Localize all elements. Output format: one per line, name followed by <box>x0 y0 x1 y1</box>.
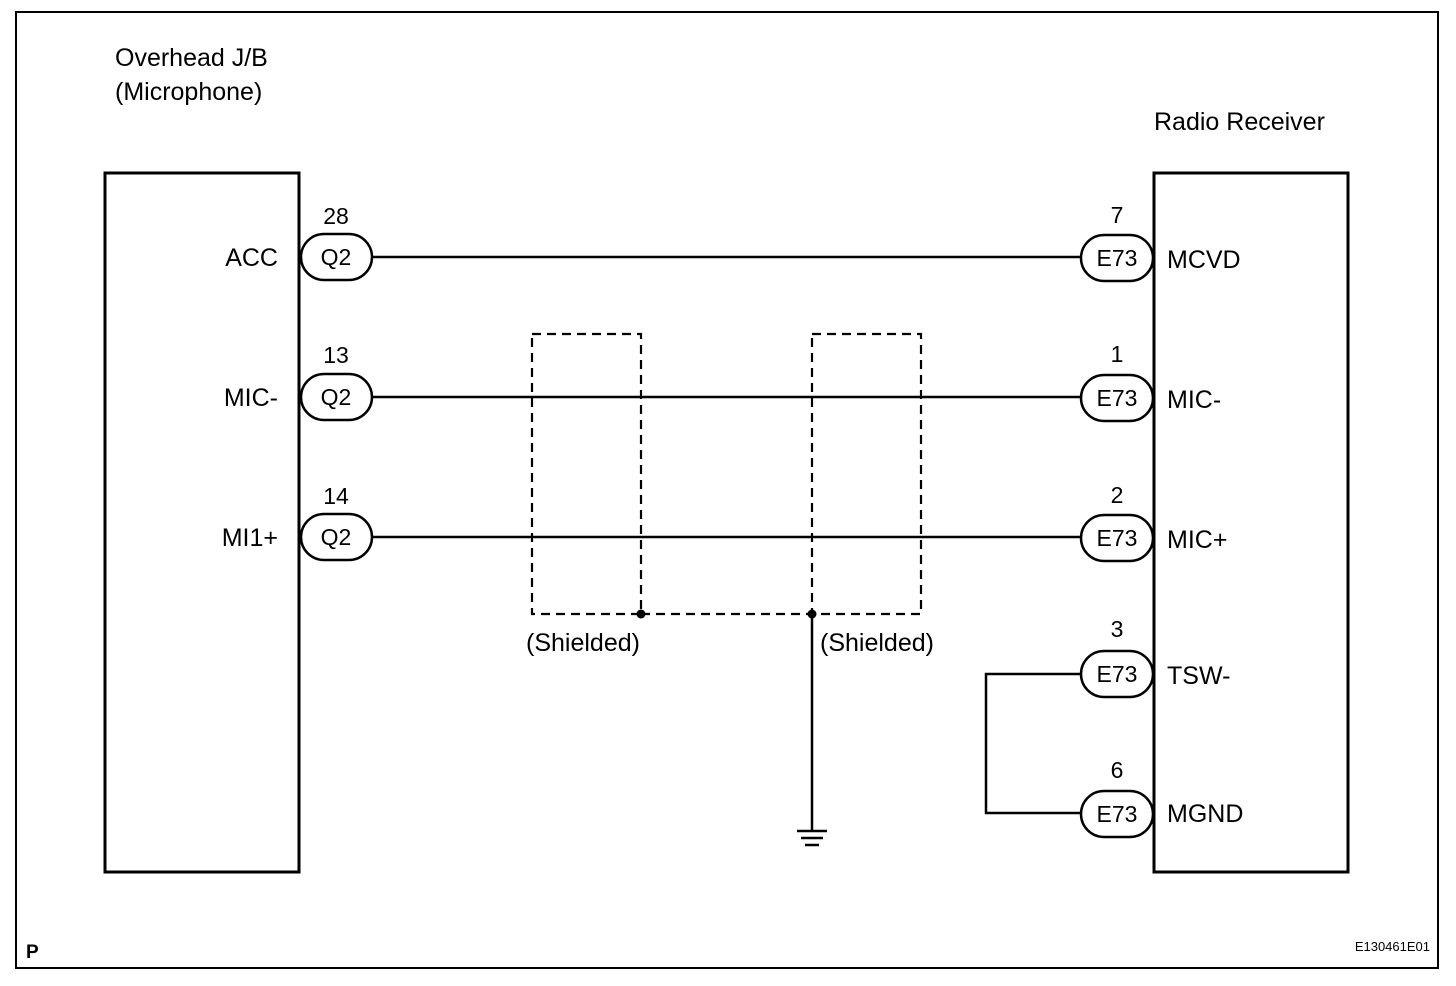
connector-code: E73 <box>1097 525 1138 551</box>
shield-box-left <box>530 332 643 616</box>
connector-code: E73 <box>1097 661 1138 687</box>
connector-badge <box>1079 789 1155 839</box>
connector-code: Q2 <box>321 244 352 270</box>
left-component-subname: (Microphone) <box>115 78 262 106</box>
pin-number: 14 <box>323 483 349 509</box>
connector-badge <box>299 232 374 282</box>
connector-badge <box>1079 373 1155 423</box>
left-pin-acc: ACC 28 Q2 <box>225 203 374 282</box>
right-pin-mgnd: 6 E73 MGND <box>1079 757 1243 839</box>
figure-code: E130461E01 <box>1355 939 1430 954</box>
pin-label: MIC+ <box>1167 526 1227 554</box>
connector-badge <box>1079 233 1155 283</box>
pin-label: MI1+ <box>222 524 278 552</box>
shield-box-right <box>810 332 923 616</box>
radio-receiver-box <box>1152 171 1350 874</box>
pin-number: 2 <box>1111 482 1124 508</box>
connector-badge <box>299 512 374 562</box>
left-pin-mi1-plus: MI1+ 14 Q2 <box>222 483 374 562</box>
connector-badge <box>1079 513 1155 563</box>
diagram-frame <box>15 11 1439 969</box>
pin-number: 1 <box>1111 341 1124 367</box>
connector-code: Q2 <box>321 384 352 410</box>
corner-letter: P <box>26 942 39 963</box>
ground-symbol-icon <box>797 829 827 847</box>
overhead-jb-box <box>103 171 301 874</box>
right-pin-mic-plus: 2 E73 MIC+ <box>1079 482 1227 563</box>
connector-badge <box>299 372 374 422</box>
pin-number: 7 <box>1111 202 1124 228</box>
connector-code: E73 <box>1097 245 1138 271</box>
pin-label: ACC <box>225 244 278 272</box>
right-pin-tsw-minus: 3 E73 TSW- <box>1079 616 1230 699</box>
pin-label: MGND <box>1167 800 1243 828</box>
connector-badge <box>1079 649 1155 699</box>
shield-junction-left <box>636 609 646 619</box>
pin-number: 6 <box>1111 757 1124 783</box>
pin-number: 28 <box>323 203 349 229</box>
right-pin-mic-minus: 1 E73 MIC- <box>1079 341 1221 423</box>
pin-number: 3 <box>1111 616 1124 642</box>
connector-code: E73 <box>1097 801 1138 827</box>
pin-number: 13 <box>323 342 349 368</box>
shield-label-right: (Shielded) <box>820 629 934 657</box>
pin-label: MCVD <box>1167 246 1241 274</box>
right-pin-mcvd: 7 E73 MCVD <box>1079 202 1241 283</box>
connector-code: E73 <box>1097 385 1138 411</box>
left-pin-mic-minus: MIC- 13 Q2 <box>224 342 374 422</box>
right-component-name: Radio Receiver <box>1154 108 1325 136</box>
pin-label: MIC- <box>1167 386 1221 414</box>
shield-label-left: (Shielded) <box>526 629 640 657</box>
left-component-name: Overhead J/B <box>115 44 268 72</box>
pin-label: TSW- <box>1167 662 1230 690</box>
connector-code: Q2 <box>321 524 352 550</box>
wire-tsw-mgnd-loop <box>984 672 1081 815</box>
pin-label: MIC- <box>224 384 278 412</box>
